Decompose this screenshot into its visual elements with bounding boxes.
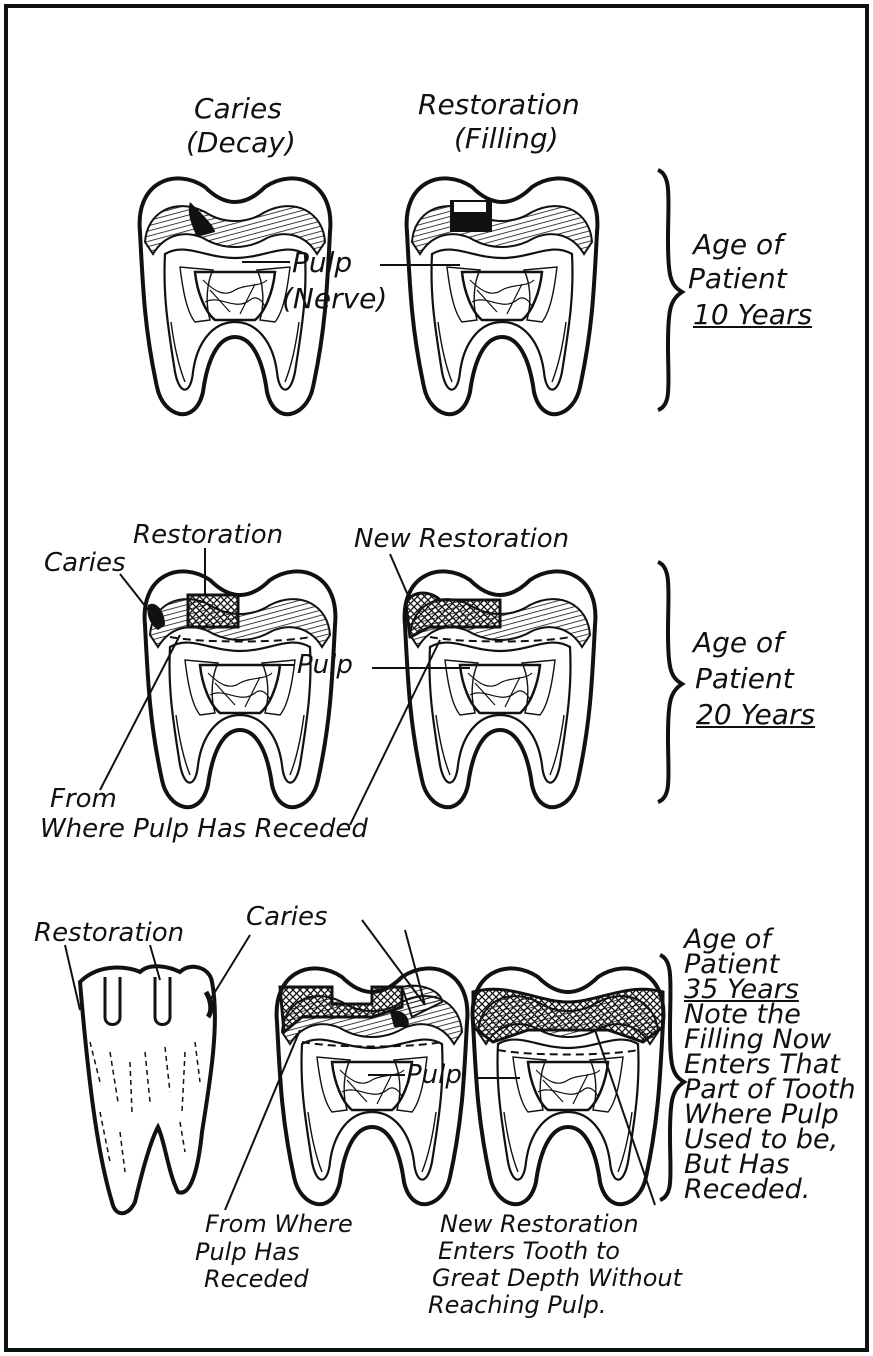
side-note-line: Receded. [684, 1172, 864, 1207]
side-note-35y: Age of Patient 35 Years Note the Filling… [684, 922, 864, 1207]
restoration-label: Restoration [418, 88, 580, 122]
enters-tooth-label: Enters Tooth to [438, 1237, 620, 1265]
tooth-new-restoration-35y [473, 968, 664, 1204]
pulp-label: Pulp [406, 1060, 462, 1090]
tooth-caries-20y [145, 571, 336, 807]
patient-label: Patient [695, 662, 794, 696]
caries-label: Caries [44, 548, 126, 578]
age-label: Age of [693, 626, 783, 660]
years-label: 20 Years [696, 698, 815, 732]
receded-label: Where Pulp Has Receded [40, 814, 368, 844]
decay-label: (Decay) [186, 126, 296, 160]
brace-20y [658, 562, 682, 802]
new-restoration-label: New Restoration [354, 524, 569, 554]
patient-label: Patient [688, 262, 787, 296]
pulp-label: Pulp [297, 650, 353, 680]
age-label: Age of [693, 228, 783, 262]
caries-label: Caries [246, 902, 328, 932]
pulp-label: Pulp [292, 246, 352, 280]
nerve-label: (Nerve) [282, 282, 387, 316]
filling-label: (Filling) [454, 122, 559, 156]
from-label: From [50, 784, 117, 814]
tooth-restoration-10y [407, 178, 598, 414]
brace-10y [658, 170, 682, 410]
new-restoration-label: New Restoration [440, 1210, 639, 1238]
years-label: 10 Years [693, 298, 812, 332]
pulp-has-label: Pulp Has [195, 1238, 299, 1266]
tooth-new-restoration-20y [405, 571, 596, 807]
tooth-side-view-35y [80, 966, 215, 1213]
restoration-label: Restoration [133, 520, 283, 550]
receded-label: Receded [204, 1265, 309, 1293]
from-where-label: From Where [205, 1210, 353, 1238]
caries-label: Caries [194, 92, 282, 126]
restoration-label: Restoration [34, 918, 184, 948]
great-depth-label: Great Depth Without [432, 1264, 682, 1292]
reaching-pulp-label: Reaching Pulp. [428, 1291, 607, 1319]
